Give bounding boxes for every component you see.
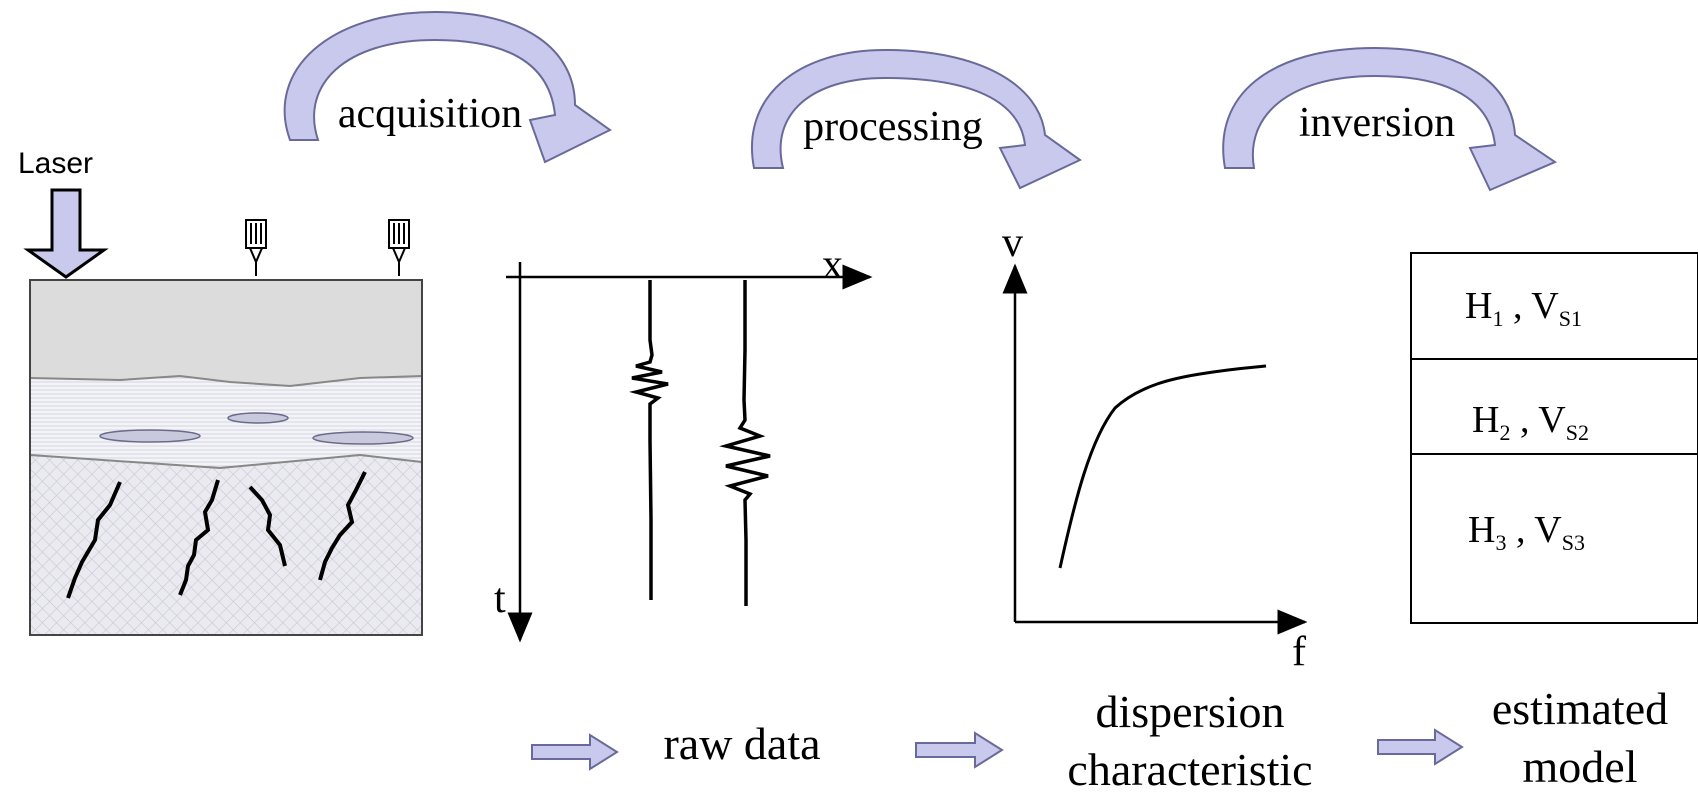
- raw-data-label: raw data: [663, 718, 820, 769]
- estimated-label-line1: estimated: [1492, 683, 1668, 734]
- flow-arrow-2-icon: [915, 731, 1004, 769]
- raw-x-label: x: [822, 242, 843, 288]
- sensor-1-icon: [245, 219, 267, 276]
- sensor-2-icon: [388, 219, 410, 276]
- layer-1-label: H1 , VS1: [1465, 285, 1582, 331]
- disp-f-label: f: [1292, 629, 1306, 675]
- raw-data-plot: [506, 262, 873, 643]
- trace-2: [719, 280, 771, 606]
- dispersion-plot: [1002, 263, 1308, 635]
- layer-2-label: H2 , VS2: [1472, 399, 1589, 445]
- trace-1: [629, 280, 669, 600]
- inversion-label: inversion: [1299, 100, 1455, 146]
- dispersion-curve: [1058, 364, 1267, 569]
- layer-3-label: H3 , VS3: [1468, 509, 1585, 555]
- laser-arrow-icon: [23, 188, 109, 279]
- processing-arrow-icon: [751, 48, 1082, 190]
- raw-t-label: t: [494, 576, 506, 622]
- disp-v-label: v: [1002, 220, 1023, 266]
- acquisition-arrow-icon: [283, 10, 612, 164]
- acquisition-label: acquisition: [338, 91, 522, 137]
- estimated-label-line2: model: [1523, 741, 1638, 792]
- inversion-arrow-icon: [1222, 46, 1558, 192]
- estimated-model-box: [1410, 252, 1698, 624]
- flow-arrow-1-icon: [531, 733, 619, 771]
- processing-label: processing: [803, 104, 983, 150]
- dispersion-label-line1: dispersion: [1095, 686, 1284, 737]
- ground-section: [29, 279, 423, 636]
- dispersion-label-line2: characteristic: [1067, 744, 1312, 793]
- laser-label: Laser: [18, 147, 93, 180]
- flow-arrow-3-icon: [1377, 728, 1464, 766]
